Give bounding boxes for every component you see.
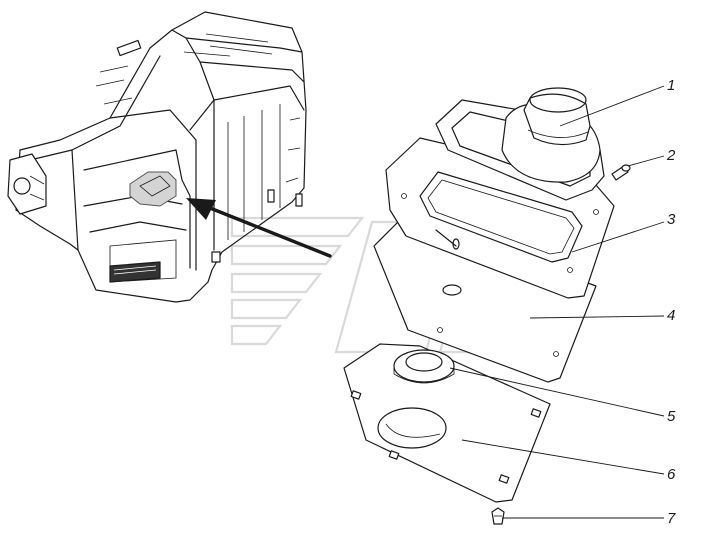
callout-numbers: 1 2 3 4 5 6 7: [666, 77, 676, 527]
part-7-clip: [491, 507, 505, 525]
callout-4: 4: [667, 307, 675, 324]
part-6-cover-plate: [343, 343, 551, 503]
cover-location-highlight: [129, 171, 177, 207]
callout-5: 5: [667, 408, 676, 425]
callout-2: 2: [666, 147, 676, 164]
part-1-shift-boot: [435, 87, 605, 201]
location-arrow: [186, 198, 332, 258]
callout-7: 7: [667, 510, 676, 527]
truck-cab: [7, 11, 307, 303]
callout-3: 3: [667, 211, 676, 228]
callout-1: 1: [667, 77, 675, 94]
leader-lines: [449, 85, 665, 519]
callout-6: 6: [667, 466, 676, 483]
part-2-screw: [611, 164, 631, 181]
part-5-ring-seal: [393, 349, 455, 384]
